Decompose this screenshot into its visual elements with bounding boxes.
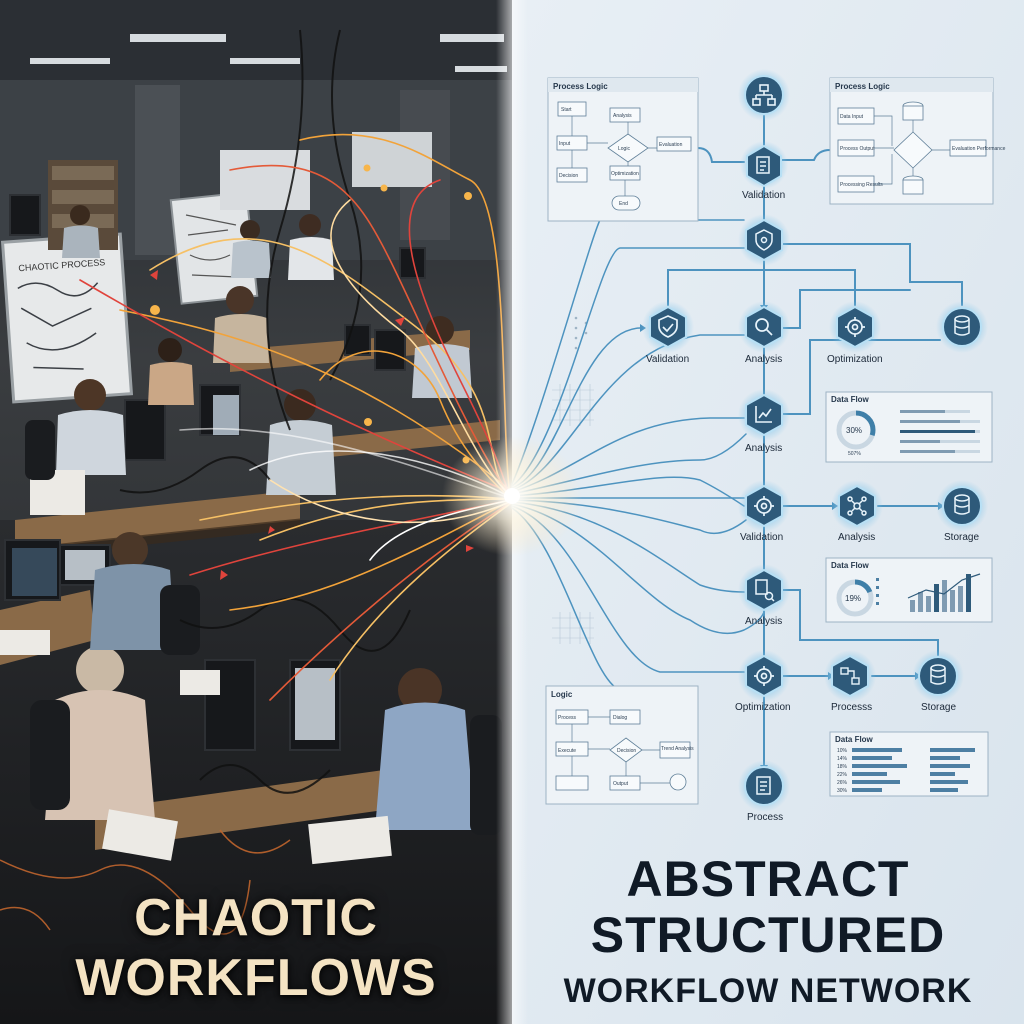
- svg-text:Validation: Validation: [742, 190, 785, 201]
- svg-text:18%: 18%: [837, 764, 848, 770]
- svg-text:Optimization: Optimization: [735, 702, 791, 713]
- svg-text:Trend Analysis: Trend Analysis: [661, 746, 694, 752]
- caption-left-line-1: CHAOTIC: [134, 889, 378, 947]
- svg-text:Output: Output: [613, 781, 629, 787]
- svg-text:14%: 14%: [837, 756, 848, 762]
- svg-text:Process: Process: [747, 812, 783, 823]
- network-node: Validation: [740, 141, 788, 201]
- svg-text:Storage: Storage: [944, 532, 979, 543]
- svg-text:Analysis: Analysis: [745, 354, 782, 365]
- network-node: Analysis: [738, 301, 790, 365]
- document-icon: [756, 776, 771, 795]
- svg-text:Data Flow: Data Flow: [831, 561, 870, 570]
- document-search-icon: [755, 579, 775, 602]
- svg-text:Process Output: Process Output: [840, 146, 875, 152]
- svg-text:Processing Results: Processing Results: [840, 182, 883, 188]
- database-icon: [954, 315, 970, 336]
- magnifier-icon: [755, 318, 773, 336]
- svg-text:Input: Input: [559, 141, 571, 147]
- svg-text:19%: 19%: [845, 594, 861, 603]
- caption-right-line-1: ABSTRACT: [626, 851, 910, 907]
- network-node: Validation: [642, 301, 694, 365]
- svg-text:End: End: [619, 201, 628, 207]
- network-node: Processs: [824, 650, 876, 713]
- svg-text:Storage: Storage: [921, 702, 956, 713]
- svg-text:Analysis: Analysis: [838, 532, 875, 543]
- svg-text:Dialog: Dialog: [613, 715, 627, 721]
- network-node: Storage: [936, 480, 988, 543]
- svg-text:Decision: Decision: [559, 173, 578, 179]
- caption-structured-network: ABSTRACT STRUCTURED WORKFLOW NETWORK: [512, 854, 1024, 1008]
- svg-text:Process Logic: Process Logic: [553, 82, 608, 91]
- svg-text:Optimization: Optimization: [827, 354, 883, 365]
- chaos-whiteboard: CHAOTIC PROCESS: [0, 232, 134, 404]
- svg-text:Evaluation: Evaluation: [659, 142, 683, 148]
- data-flow-panel-3: Data Flow 10% 14% 18% 22% 26% 30%: [829, 731, 989, 797]
- svg-text:Analysis: Analysis: [745, 443, 782, 454]
- svg-text:Evaluation Performance: Evaluation Performance: [952, 146, 1006, 152]
- svg-text:Validation: Validation: [646, 354, 689, 365]
- clipboard-icon: [756, 156, 770, 174]
- logic-panel: Logic Process Dialog Decision Trend Anal…: [545, 685, 699, 805]
- network-node: Analysis: [831, 480, 883, 543]
- gear-icon: [754, 666, 774, 686]
- network-node: Optimization: [735, 650, 791, 713]
- svg-text:Process Logic: Process Logic: [835, 82, 890, 91]
- svg-text:Validation: Validation: [740, 532, 783, 543]
- svg-text:507%: 507%: [848, 451, 861, 457]
- svg-text:Process: Process: [558, 715, 577, 721]
- database-icon: [954, 494, 970, 515]
- network-node: Process: [738, 760, 790, 823]
- chart-icon: [755, 406, 772, 423]
- network-node: Analysis: [738, 564, 790, 627]
- svg-text:Execute: Execute: [558, 748, 576, 754]
- svg-text:30%: 30%: [846, 426, 862, 435]
- svg-text:Decision: Decision: [617, 748, 636, 754]
- data-flow-panel-1: Data Flow 30% 507%: [825, 391, 993, 463]
- process-logic-panel-left: Process Logic Start Analysis Input Logic…: [547, 77, 699, 222]
- caption-left-line-2: WORKFLOWS: [75, 949, 437, 1007]
- data-flow-panel-2: Data Flow 19%: [825, 557, 993, 623]
- database-icon: [930, 664, 946, 685]
- convergence-burst: [442, 0, 582, 1024]
- structured-network-panel: Process Logic Start Analysis Input Logic…: [511, 0, 1024, 1024]
- network-icon: [847, 496, 867, 516]
- svg-text:26%: 26%: [837, 780, 848, 786]
- network-node: [738, 214, 790, 266]
- check-shield-icon: [658, 315, 678, 338]
- svg-text:Logic: Logic: [618, 146, 630, 152]
- network-node: Storage: [912, 650, 964, 713]
- svg-text:10%: 10%: [837, 748, 848, 754]
- caption-chaotic-workflows: CHAOTIC WORKFLOWS: [0, 892, 512, 1004]
- workflow-icon: [840, 667, 860, 685]
- svg-text:Data Flow: Data Flow: [835, 735, 874, 744]
- svg-text:Data Input: Data Input: [840, 114, 864, 120]
- chaotic-office-photo: CHAOTIC PROCESS: [0, 0, 512, 1024]
- svg-text:Data Flow: Data Flow: [831, 395, 870, 404]
- svg-text:Analysis: Analysis: [613, 113, 632, 119]
- svg-text:22%: 22%: [837, 772, 848, 778]
- svg-text:Analysis: Analysis: [745, 616, 782, 627]
- network-node: Optimization: [827, 301, 883, 365]
- caption-right-line-3: WORKFLOW NETWORK: [563, 972, 973, 1010]
- gear-icon: [845, 317, 865, 337]
- workflow-nodes: Validation Validation: [642, 69, 988, 823]
- network-node: [738, 69, 790, 121]
- svg-text:30%: 30%: [837, 788, 848, 794]
- process-logic-panel-right: Process Logic Data Input Process Output …: [829, 77, 1006, 205]
- svg-text:Optimization: Optimization: [611, 171, 639, 177]
- shield-gear-icon: [755, 229, 773, 251]
- svg-text:Processs: Processs: [831, 702, 872, 713]
- caption-right-line-2: STRUCTURED: [590, 907, 946, 963]
- svg-text:Logic: Logic: [551, 690, 573, 699]
- gear-icon: [754, 496, 774, 516]
- network-node: Analysis: [738, 389, 790, 454]
- network-node: [936, 301, 988, 353]
- svg-text:Start: Start: [561, 107, 572, 113]
- network-node: Validation: [738, 480, 790, 543]
- hierarchy-icon: [752, 84, 776, 106]
